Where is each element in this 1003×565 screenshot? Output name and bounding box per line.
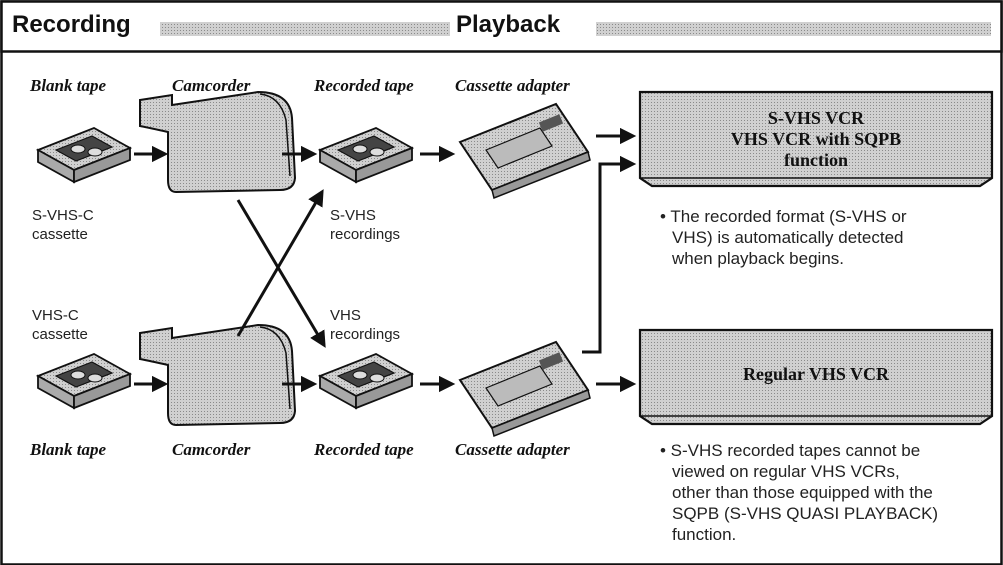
cross-arrow-top-to-bottom <box>236 199 326 348</box>
cassette-adapter-icon-bottom <box>458 340 591 438</box>
label-cassette-adapter-bottom: Cassette adapter <box>455 440 570 459</box>
svhs-c-cassette-icon <box>35 127 133 184</box>
svhs-vcr-box <box>638 90 994 188</box>
playback-band-fill <box>596 22 991 36</box>
arrow-bottom-adapter-to-svhs-vcr <box>582 155 637 354</box>
recording-band-fill <box>160 22 450 36</box>
svhs-vcr-label: S-VHS VCR VHS VCR with SQPB function <box>730 108 902 170</box>
cassette-adapter-icon-top <box>458 102 591 200</box>
label-cassette-adapter-top: Cassette adapter <box>455 76 570 95</box>
note-regular-vcr: • S-VHS recorded tapes cannot be viewed … <box>660 441 939 544</box>
label-camcorder-bottom: Camcorder <box>172 440 251 459</box>
label-blank-tape-bottom: Blank tape <box>30 440 107 459</box>
recorded-tape-icon-top <box>317 127 415 184</box>
vhs-c-cassette-icon <box>35 353 133 410</box>
label-recorded-tape-bottom: Recorded tape <box>314 440 414 459</box>
label-blank-tape-top: Blank tape <box>30 76 107 95</box>
recorded-tape-icon-bottom <box>317 353 415 410</box>
camcorder-icon-bottom <box>139 323 297 427</box>
caption-svhs-c-cassette: S-VHS-C cassette <box>32 207 94 243</box>
regular-vhs-vcr-label: Regular VHS VCR <box>742 364 890 384</box>
label-camcorder-top: Camcorder <box>172 76 251 95</box>
header-recording: Recording <box>8 11 135 39</box>
label-recorded-tape-top: Recorded tape <box>314 76 414 95</box>
note-svhs-vcr: • The recorded format (S-VHS or VHS) is … <box>660 207 907 268</box>
caption-vhs-recordings: VHS recordings <box>330 307 401 343</box>
header-playback: Playback <box>452 11 565 39</box>
regular-vhs-vcr-box <box>638 328 994 426</box>
camcorder-icon-top <box>139 90 297 194</box>
caption-vhs-c-cassette: VHS-C cassette <box>32 307 88 343</box>
caption-svhs-recordings: S-VHS recordings <box>330 207 401 243</box>
cross-arrow-bottom-to-top <box>236 189 324 337</box>
